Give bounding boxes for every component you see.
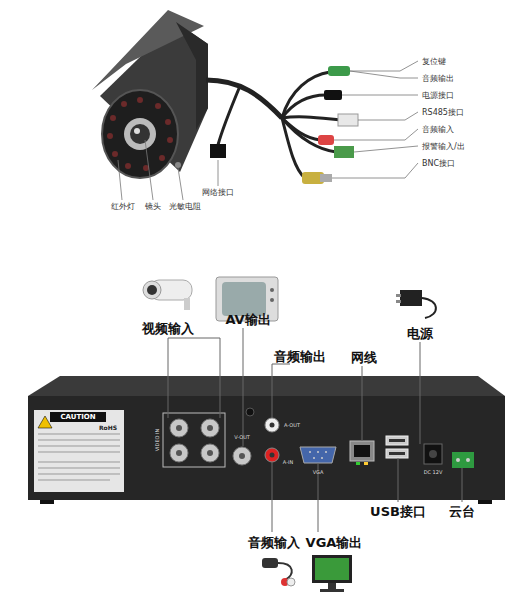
- label-text: 镜头: [145, 203, 161, 211]
- label-text: V-OUT: [234, 435, 250, 440]
- label-text: DC 12V: [424, 470, 443, 475]
- label-text: VGA输出: [306, 536, 363, 549]
- label-text: BNC接口: [422, 160, 455, 168]
- label-text: A-IN: [283, 460, 293, 465]
- label-text: 电源: [407, 327, 433, 340]
- label-text: 视频输入: [142, 322, 194, 335]
- label-text: VIDEO IN: [155, 429, 160, 452]
- label-text: 音频输入: [422, 126, 454, 134]
- label-text: 复位键: [422, 58, 446, 66]
- camera-illustration: [92, 10, 418, 200]
- label-text: 报警输入/出: [422, 143, 465, 151]
- label-text: 音频输出: [422, 75, 454, 83]
- label-text: 电源接口: [422, 92, 454, 100]
- label-text: 网线: [351, 351, 377, 364]
- label-text: RoHS: [99, 425, 117, 431]
- label-text: A-OUT: [284, 423, 300, 428]
- label-text: 光敏电阻: [169, 203, 201, 211]
- label-text: AV输出: [225, 313, 270, 326]
- label-text: CAUTION: [60, 414, 95, 421]
- label-text: 云台: [449, 505, 475, 518]
- label-text: VGA: [313, 470, 324, 475]
- label-text: USB接口: [370, 505, 426, 518]
- label-text: 红外灯: [111, 203, 135, 211]
- leader-lines: [168, 328, 462, 532]
- label-text: 音频输入: [248, 536, 300, 549]
- label-text: RS485接口: [422, 109, 464, 117]
- label-text: 音频输出: [274, 350, 326, 363]
- dvr-illustration: [28, 376, 505, 504]
- label-text: 网络接口: [202, 189, 234, 197]
